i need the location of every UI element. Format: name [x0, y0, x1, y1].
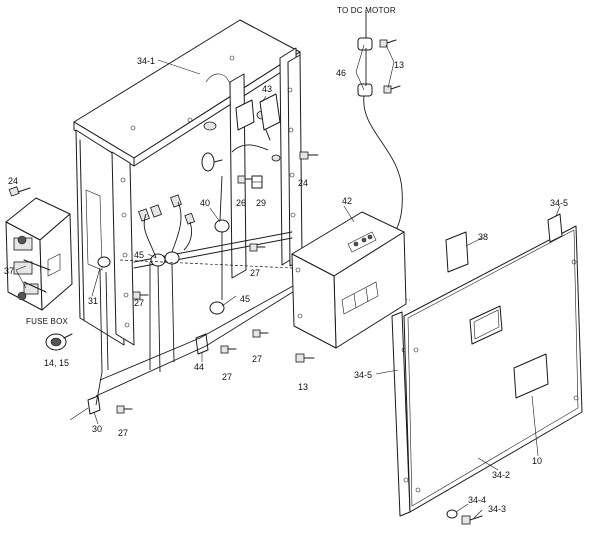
wiring — [69, 10, 411, 421]
callout-24-left: 24 — [8, 176, 18, 186]
fuse-box-label: FUSE BOX — [26, 317, 69, 326]
callout-14-15: 14, 15 — [44, 358, 69, 368]
cover-panel — [403, 213, 583, 513]
to-dc-motor-label: TO DC MOTOR — [337, 6, 396, 15]
callout-29: 29 — [256, 198, 266, 208]
mounting-frame — [73, 19, 303, 346]
cable-clamps — [87, 37, 373, 415]
washer-bolt — [446, 509, 483, 525]
callout-34-3: 34-3 — [488, 504, 506, 514]
callout-10: 10 — [532, 456, 542, 466]
callout-34-1: 34-1 — [137, 56, 155, 66]
fuse-holder — [45, 333, 73, 351]
callout-labels: TO DC MOTOR 34-1 43 46 13 24 24 37 31 40… — [4, 6, 568, 514]
callout-27-b: 27 — [134, 298, 144, 308]
screws — [8, 39, 401, 414]
callout-31: 31 — [88, 296, 98, 306]
callout-27-e: 27 — [118, 428, 128, 438]
controller-box — [291, 211, 407, 349]
callout-40: 40 — [200, 198, 210, 208]
label-38 — [445, 231, 469, 273]
callout-45-left: 45 — [134, 250, 144, 260]
callout-13-bottom: 13 — [298, 382, 308, 392]
callout-34-4: 34-4 — [468, 495, 486, 505]
callout-34-5-top: 34-5 — [550, 198, 568, 208]
relay-43 — [235, 93, 281, 141]
callout-42: 42 — [342, 196, 352, 206]
callout-34-2: 34-2 — [492, 470, 510, 480]
connectors — [138, 194, 196, 225]
leader-lines — [15, 44, 561, 519]
callout-27-a: 27 — [250, 268, 260, 278]
callout-27-c: 27 — [252, 354, 262, 364]
callout-45-right: 45 — [240, 294, 250, 304]
callout-34-5-left: 34-5 — [354, 370, 372, 380]
fuse-box — [5, 197, 73, 311]
callout-43: 43 — [262, 84, 272, 94]
callout-44: 44 — [194, 362, 204, 372]
callout-38: 38 — [478, 232, 488, 242]
callout-26: 26 — [236, 198, 246, 208]
callout-37: 37 — [4, 266, 14, 276]
callout-13-top: 13 — [394, 60, 404, 70]
callout-27-d: 27 — [222, 372, 232, 382]
callout-46: 46 — [336, 68, 346, 78]
callout-30: 30 — [92, 424, 102, 434]
callout-24-right: 24 — [298, 178, 308, 188]
component-40 — [201, 152, 223, 172]
component-29 — [251, 175, 263, 189]
